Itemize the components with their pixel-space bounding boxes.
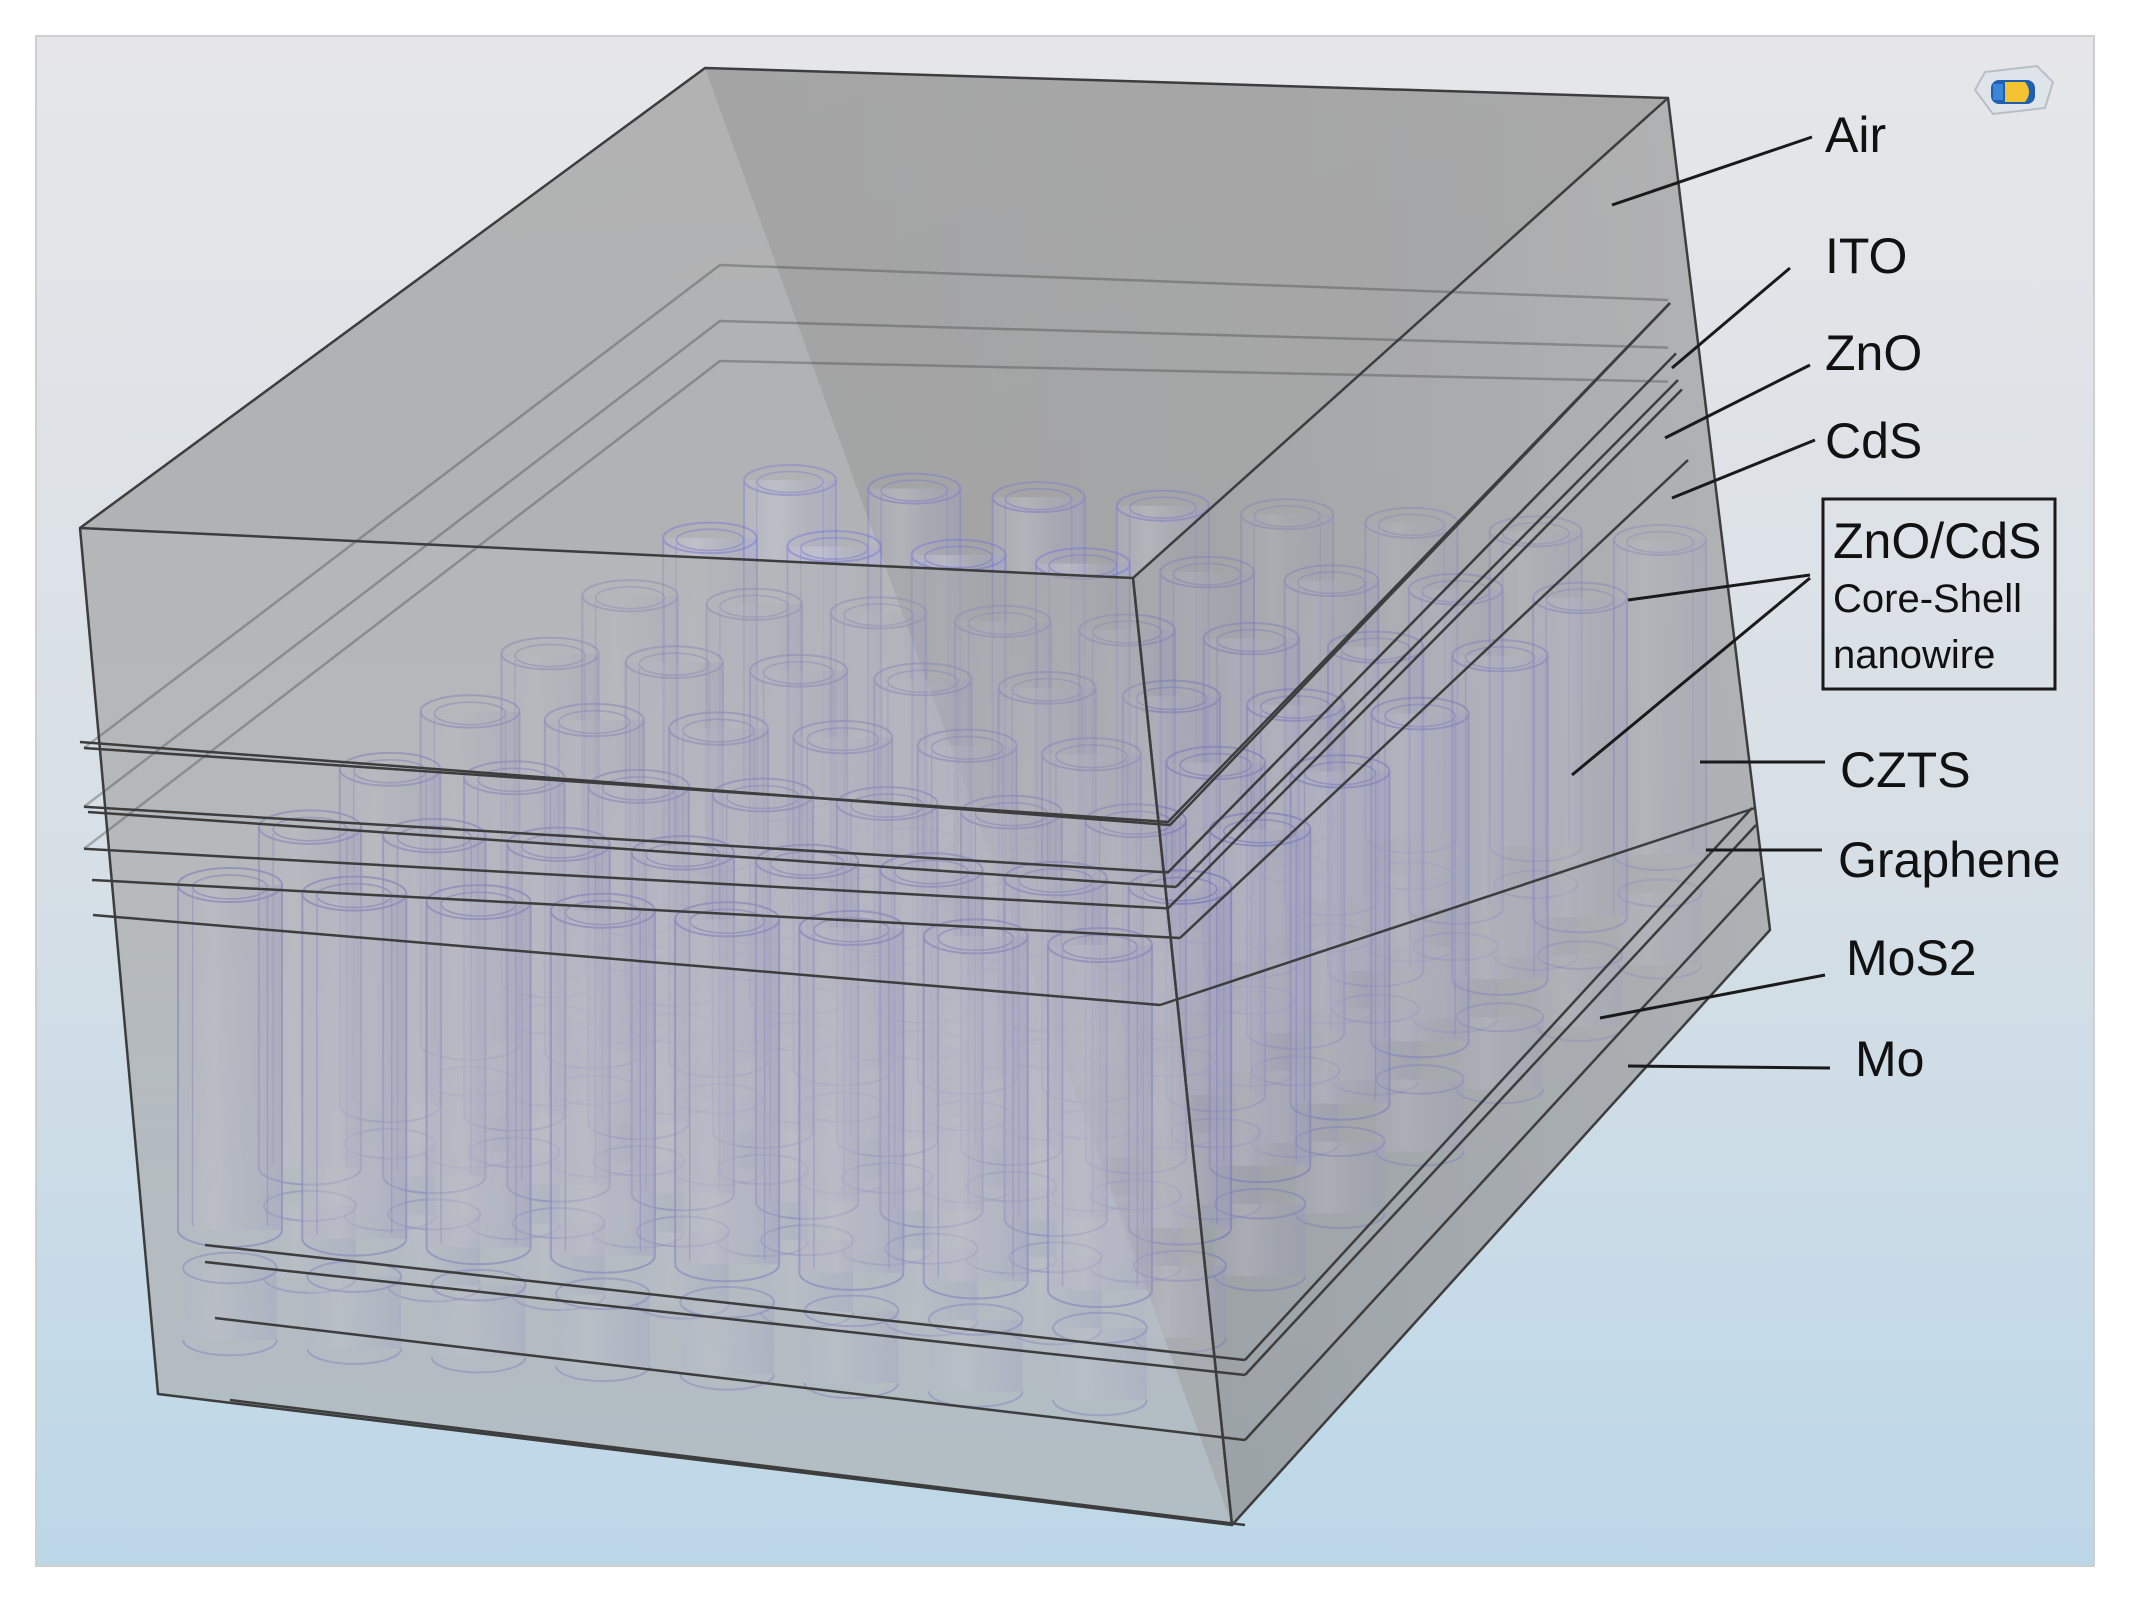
- front-layer-interface: [204, 1260, 1246, 1377]
- nanowire-top-core: [880, 479, 949, 502]
- nanowire-top-shell: [991, 481, 1086, 514]
- label-mo: Mo: [1855, 1031, 1924, 1087]
- side-layer-interface: [1169, 302, 1671, 826]
- leader-line: [1571, 576, 1811, 777]
- nanowire-top-core: [799, 536, 869, 560]
- upper-layer-interface: [83, 352, 1677, 874]
- device-box: [80, 98, 1770, 1525]
- label-mos2: MoS2: [1846, 930, 1977, 986]
- viewer-logo-icon: [1973, 64, 2055, 116]
- label-air: Air: [1825, 107, 1886, 163]
- label-nanowire-line3: nanowire: [1833, 633, 1995, 677]
- nanowire-top-shell: [786, 530, 883, 563]
- front-layer-interface: [87, 810, 1177, 889]
- side-layer-interface: [1175, 379, 1679, 888]
- front-layer-interface: [92, 913, 1161, 1007]
- nanowire-top-shell: [867, 472, 962, 505]
- leader-line: [1671, 266, 1791, 370]
- nanowire-top-core: [1128, 496, 1197, 520]
- front-layer-interface: [214, 1316, 1246, 1442]
- leader-line: [1611, 135, 1813, 207]
- top-back-edge: [79, 66, 1669, 530]
- leader-line: [1671, 438, 1816, 500]
- leader-line: [1664, 363, 1811, 440]
- nanowire-top-shell: [662, 521, 758, 555]
- side-layer-interface: [1159, 806, 1756, 1007]
- label-nanowire-title: ZnO/CdS: [1833, 513, 2041, 569]
- label-ito: ITO: [1825, 228, 1907, 284]
- layer-labels: Air ITO ZnO CdS ZnO/CdS Core-Shell nanow…: [1821, 107, 2060, 1087]
- side-layer-interface: [1244, 807, 1753, 1361]
- nanowire-top-core: [1004, 487, 1073, 511]
- upper-layer-interface-back: [83, 319, 1669, 808]
- front-layer-interface: [79, 740, 1171, 827]
- front-layer-interface: [229, 1398, 1246, 1527]
- label-graphene: Graphene: [1838, 832, 2060, 888]
- label-cds: CdS: [1825, 413, 1922, 469]
- side-face-edge: [1131, 96, 1772, 1527]
- nanowire-top-core: [756, 470, 824, 494]
- nanowire-top-shell: [743, 464, 837, 496]
- leader-line: [1627, 1064, 1831, 1070]
- label-czts: CZTS: [1840, 742, 1971, 798]
- nanowire-top-shell: [1115, 489, 1210, 522]
- layer-interfaces: [78, 66, 1772, 1527]
- front-layer-interface: [91, 878, 1181, 940]
- leader-line: [1599, 973, 1826, 1020]
- side-layer-interface: [1244, 877, 1763, 1441]
- nanowire-label-box: ZnO/CdS Core-Shell nanowire: [1821, 497, 2057, 691]
- front-layer-interface: [204, 1243, 1246, 1362]
- label-nanowire-line2: Core-Shell: [1833, 577, 2022, 621]
- upper-layer-interface: [83, 388, 1683, 910]
- nanowire-top-core: [924, 545, 994, 569]
- upper-layer-interface-back: [83, 359, 1669, 850]
- leader-line: [1627, 573, 1811, 602]
- side-layer-interface: [1244, 824, 1757, 1376]
- side-layer-interface: [1179, 459, 1689, 939]
- upper-layer-interface-back: [83, 263, 1669, 749]
- nanowire-top-core: [675, 528, 745, 552]
- label-zno: ZnO: [1825, 325, 1922, 381]
- leader-lines: [1571, 135, 1831, 1070]
